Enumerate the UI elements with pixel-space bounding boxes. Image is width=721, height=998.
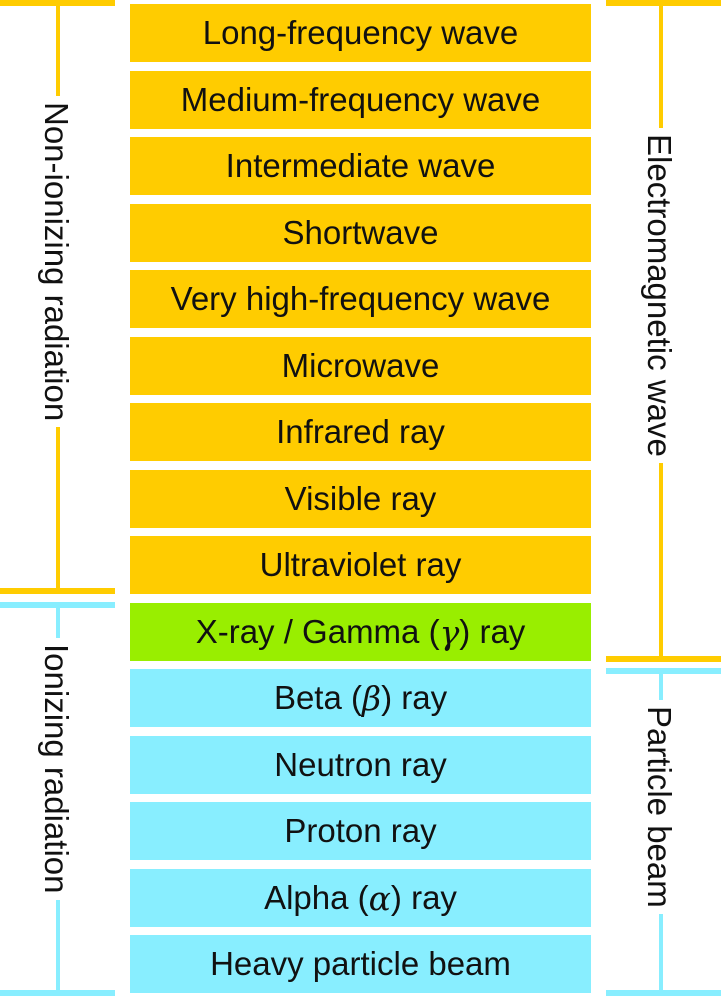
electromagnetic-bracket-top (606, 0, 721, 6)
band-medium-frequency-wave: Medium-frequency wave (130, 71, 591, 129)
band-visible-ray: Visible ray (130, 470, 591, 528)
alpha-symbol: α (368, 878, 391, 918)
band-label: Alpha ( (264, 879, 369, 916)
band-label: Long-frequency wave (202, 14, 519, 51)
band-microwave: Microwave (130, 337, 591, 395)
particle-bracket-top (606, 668, 721, 674)
band-label: Proton ray (284, 812, 437, 849)
band-heavy-particle-beam: Heavy particle beam (130, 935, 591, 993)
ionizing-bracket-bottom (0, 990, 115, 996)
particle-bracket-bottom (606, 990, 721, 996)
band-label: X-ray / Gamma ( (195, 613, 440, 650)
electromagnetic-bracket-bottom (606, 656, 721, 662)
particle-beam-label: Particle beam (641, 700, 678, 914)
band-label-suffix: ) ray (381, 679, 448, 716)
band-label: Visible ray (284, 480, 437, 517)
non-ionizing-bracket-bottom (0, 588, 115, 594)
band-label: Beta ( (273, 679, 362, 716)
band-label: Heavy particle beam (210, 945, 511, 982)
band-label: Medium-frequency wave (180, 81, 541, 118)
band-label-suffix: ) ray (459, 613, 526, 650)
electromagnetic-wave-label: Electromagnetic wave (641, 128, 678, 463)
band-neutron-ray: Neutron ray (130, 736, 591, 794)
non-ionizing-radiation-label: Non-ionizing radiation (38, 96, 75, 428)
band-infrared-ray: Infrared ray (130, 403, 591, 461)
band-label: Intermediate wave (225, 147, 496, 184)
band-very-high-frequency-wave: Very high-frequency wave (130, 270, 591, 328)
gamma-symbol: γ (439, 612, 460, 652)
band-alpha-ray: Alpha (α) ray (130, 869, 591, 927)
band-shortwave: Shortwave (130, 204, 591, 262)
band-label: Ultraviolet ray (259, 546, 462, 583)
band-label: Microwave (281, 347, 440, 384)
band-label: Shortwave (282, 214, 439, 251)
ionizing-radiation-label: Ionizing radiation (38, 638, 75, 900)
band-intermediate-wave: Intermediate wave (130, 137, 591, 195)
band-label-suffix: ) ray (390, 879, 457, 916)
band-label: Very high-frequency wave (170, 280, 551, 317)
band-label: Infrared ray (276, 413, 445, 450)
band-beta-ray: Beta (β) ray (130, 669, 591, 727)
band-long-frequency-wave: Long-frequency wave (130, 4, 591, 62)
band-xray-gamma-ray: X-ray / Gamma (γ) ray (130, 603, 591, 661)
band-ultraviolet-ray: Ultraviolet ray (130, 536, 591, 594)
band-label: Neutron ray (274, 746, 447, 783)
band-proton-ray: Proton ray (130, 802, 591, 860)
beta-symbol: β (361, 678, 382, 718)
